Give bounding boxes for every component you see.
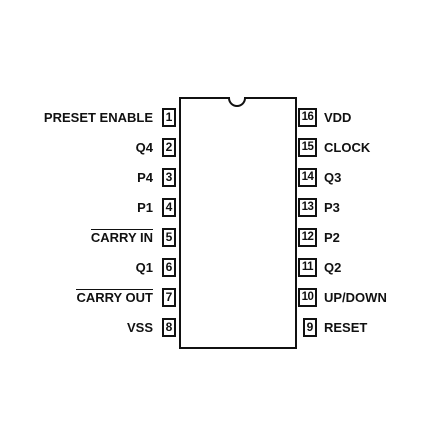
pin-number-10: 10 xyxy=(298,288,317,307)
pin-number-7: 7 xyxy=(162,288,176,307)
pin-number-13: 13 xyxy=(298,198,317,217)
pin-label-2: Q4 xyxy=(135,140,153,155)
pin-number-14: 14 xyxy=(298,168,317,187)
chip-body xyxy=(179,97,297,349)
pin-label-14: Q3 xyxy=(324,170,342,185)
pin-label-6: Q1 xyxy=(135,260,153,275)
pin-number-1: 1 xyxy=(162,108,176,127)
pin-label-1: PRESET ENABLE xyxy=(43,110,153,125)
pin-label-5: CARRY IN xyxy=(90,229,153,245)
pin-label-15: CLOCK xyxy=(324,140,371,155)
pin-number-3: 3 xyxy=(162,168,176,187)
pin-label-13: P3 xyxy=(324,200,340,215)
pin-label-16: VDD xyxy=(324,110,352,125)
pin-number-8: 8 xyxy=(162,318,176,337)
pin-number-15: 15 xyxy=(298,138,317,157)
pin-label-9: RESET xyxy=(324,320,368,335)
pin-number-5: 5 xyxy=(162,228,176,247)
pin-number-2: 2 xyxy=(162,138,176,157)
pin-label-8: VSS xyxy=(126,320,153,335)
pin-number-12: 12 xyxy=(298,228,317,247)
pin-label-12: P2 xyxy=(324,230,340,245)
pin-label-11: Q2 xyxy=(324,260,342,275)
pin-label-7: CARRY OUT xyxy=(76,289,153,305)
pin-number-6: 6 xyxy=(162,258,176,277)
pin-number-16: 16 xyxy=(298,108,317,127)
pin-label-10: UP/DOWN xyxy=(324,290,387,305)
pin-number-11: 11 xyxy=(298,258,317,277)
pin-number-4: 4 xyxy=(162,198,176,217)
pin-label-3: P4 xyxy=(137,170,153,185)
pin-number-9: 9 xyxy=(303,318,317,337)
pin-label-4: P1 xyxy=(137,200,153,215)
